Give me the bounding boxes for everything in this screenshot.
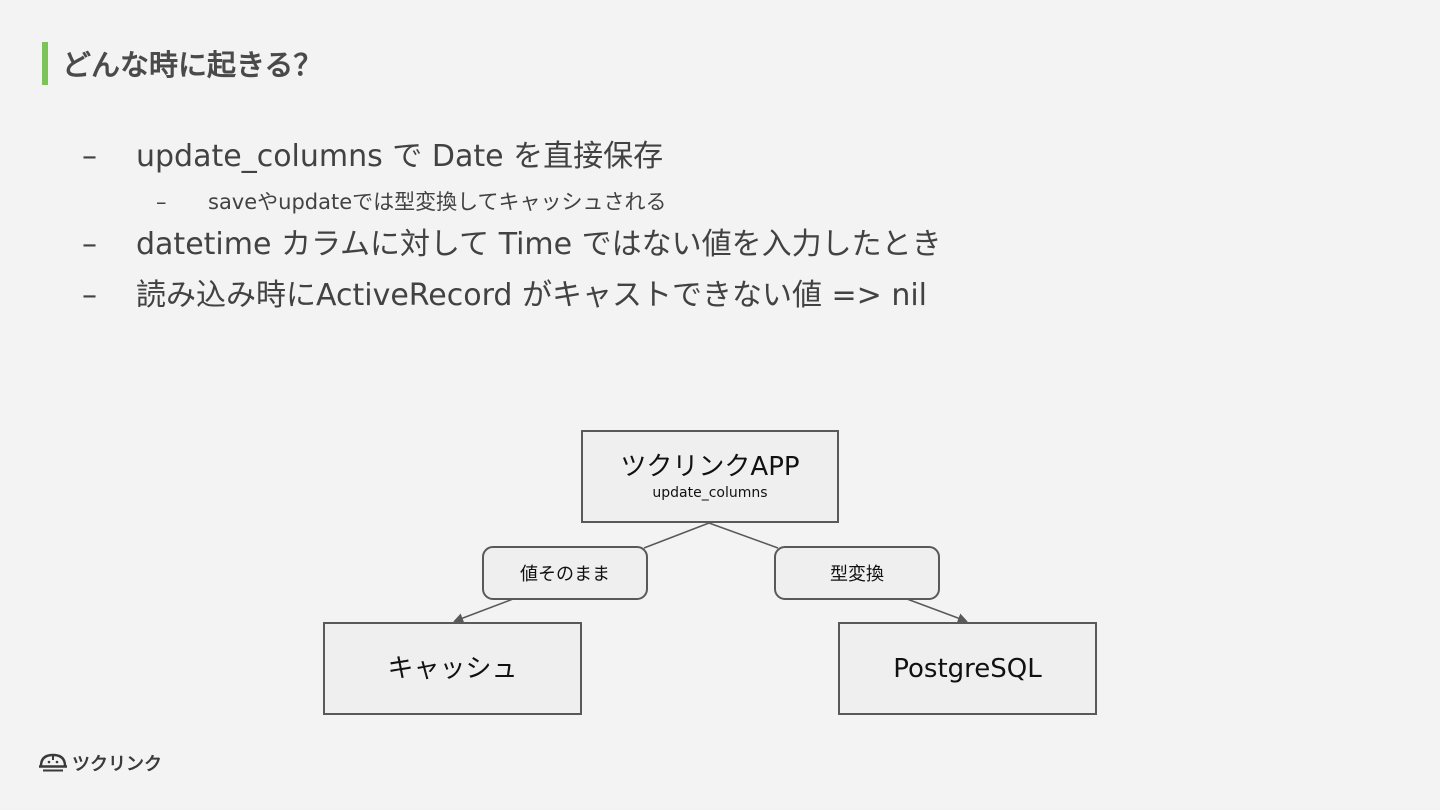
slide-title: どんな時に起きる？ [62,48,323,82]
app-node-sublabel: update_columns [652,485,768,501]
edge-label-raw-value: 値そのまま [482,546,648,600]
logo-wordmark: ツクリンク [72,754,162,775]
edge-label-type-conversion: 型変換 [774,546,940,600]
brand-logo: ツクリンク [38,751,162,779]
bullet-marker: – [82,139,97,174]
connector-app-to-right-label [708,522,779,549]
connector-right-label-to-db [906,598,968,623]
bullet-marker: – [156,190,167,214]
app-node: ツクリンクAPP update_columns [581,430,839,523]
connector-app-to-left-label [643,522,710,549]
cache-node: キャッシュ [323,622,582,715]
bullet-marker: – [82,278,97,313]
bullet-marker: – [82,227,97,262]
helmet-icon [38,751,68,779]
connector-left-label-to-cache [453,598,514,623]
bullet-text: 読み込み時にActiveRecord がキャストできない値 => nil [136,278,928,313]
bullet-text: saveやupdateでは型変換してキャッシュされる [208,190,667,214]
postgresql-node-label: PostgreSQL [893,653,1042,684]
bullet-text: datetime カラムに対して Time ではない値を入力したとき [136,227,942,262]
cache-node-label: キャッシュ [387,653,518,684]
title-accent-bar [42,42,48,85]
postgresql-node: PostgreSQL [838,622,1097,715]
bullet-text: update_columns で Date を直接保存 [136,139,664,174]
app-node-label: ツクリンクAPP [620,452,800,482]
